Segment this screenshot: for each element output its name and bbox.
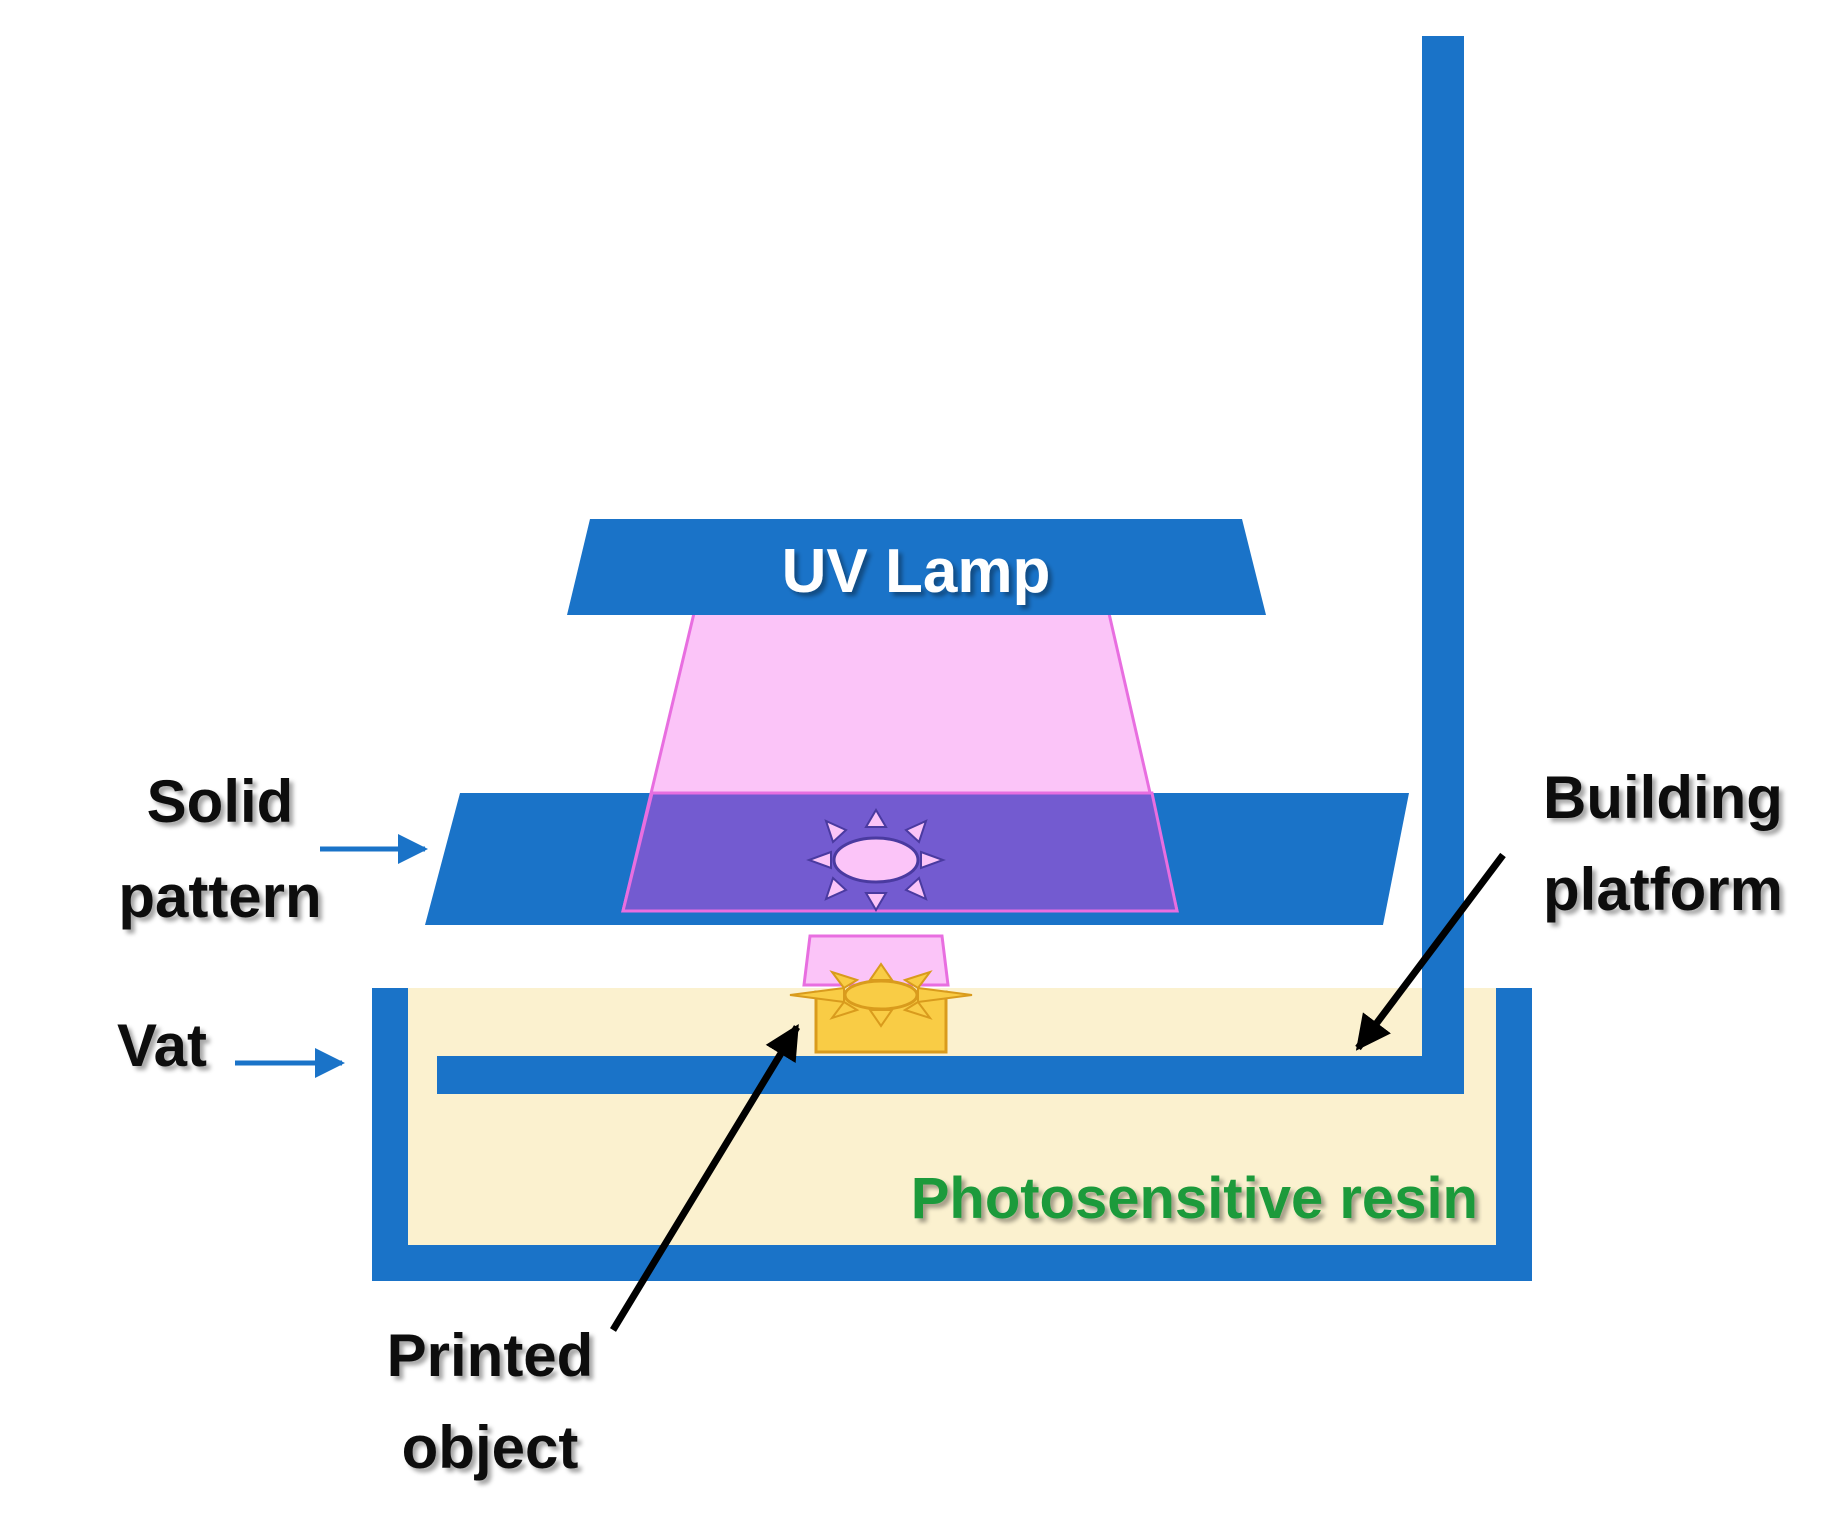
sun-icon [806,808,946,912]
sun-icon [789,962,973,1028]
solid-pattern-label-line2: pattern [118,863,321,930]
building-platform [437,36,1464,1094]
uv-lamp [567,519,1266,615]
projected-light [802,934,950,987]
building-platform-post [1422,36,1464,1056]
printed-object-label-line2: object [402,1414,579,1481]
printed-object-label-line1: Printed [387,1322,594,1389]
building-platform-label-line2: platform [1543,856,1783,923]
uv-lamp-label: UV Lamp [782,537,1051,606]
building-platform-plate [437,1056,1464,1094]
printed-object-arrow [610,1024,800,1332]
vat-label: Vat [117,1012,207,1079]
solid-pattern-label-line1: Solid [147,768,294,835]
photosensitive-resin [408,988,1496,1245]
vat [372,988,1532,1281]
printed-object [789,962,973,1054]
photosensitive-resin-label: Photosensitive resin [911,1166,1478,1231]
building-platform-label-line1: Building [1543,764,1783,831]
building-platform-arrow [1355,852,1506,1051]
